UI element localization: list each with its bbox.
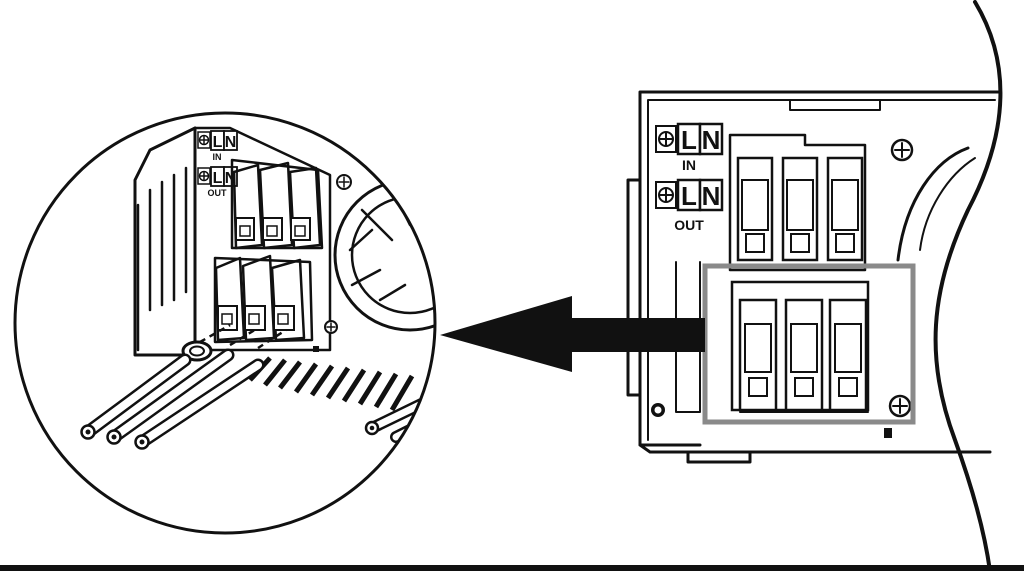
screw [890,138,914,162]
zoom-in-terminal-block [230,158,324,250]
terminal-clamp [232,163,264,250]
out-n-letter: N [702,181,721,211]
zoom-out-caption: OUT [208,188,228,198]
ground-ring-terminal [181,340,213,362]
fan-grille [333,178,435,332]
ground-icon [198,170,210,182]
out-terminal-block [730,280,892,438]
terminal-clamp [781,156,819,262]
in-terminal-block [728,133,867,272]
ground-icon [198,134,210,146]
screw [888,394,912,418]
terminal-clamp [214,256,246,342]
screw [324,320,338,334]
terminal-clamp [258,161,294,250]
bottom-border [0,565,1024,571]
terminal-clamp [736,156,774,262]
insertion-guide [199,323,287,350]
cable [80,353,192,440]
terminal-clamp [270,258,306,342]
zoom-view: L N IN L N OUT [13,111,437,535]
zoom-circle-outline [13,111,437,535]
bottom-foot [686,450,752,464]
out-l-letter: L [681,181,697,211]
side-flange [626,178,642,397]
terminal-clamp [288,166,322,250]
terminal-clamp [784,298,824,412]
arrow-left-icon [440,296,705,372]
zoom-in-terminal-label: L N IN [197,130,238,162]
zoom-out-terminal-block [213,254,314,344]
housing-outline [638,90,1002,454]
fan-housing [896,146,970,262]
zoom-out-n-letter: N [225,170,237,187]
terminal-clamp [241,254,276,342]
in-l-letter: L [681,125,697,155]
terminal-clamp [828,298,868,412]
out-caption: OUT [674,217,704,233]
heatsink-panel [133,126,197,357]
terminal-clamp [738,298,778,412]
in-n-letter: N [702,125,721,155]
inverter-unit: L N IN L N OUT [626,0,1003,571]
in-caption: IN [682,157,696,173]
zoom-out-l-letter: L [213,170,223,187]
out-terminal-label: L N OUT [655,178,724,233]
cable [106,348,235,445]
in-terminal-label: L N IN [655,122,724,173]
cable [134,358,265,450]
zoom-in-l-letter: L [213,134,223,151]
ground-icon [658,187,674,203]
housing-cut-edge [933,0,1003,571]
screw [336,174,352,190]
zoom-in-caption: IN [213,152,222,162]
ground-icon [658,131,674,147]
terminal-clamp [826,156,864,262]
vent-slots [210,346,430,420]
zoom-in-n-letter: N [225,134,237,151]
